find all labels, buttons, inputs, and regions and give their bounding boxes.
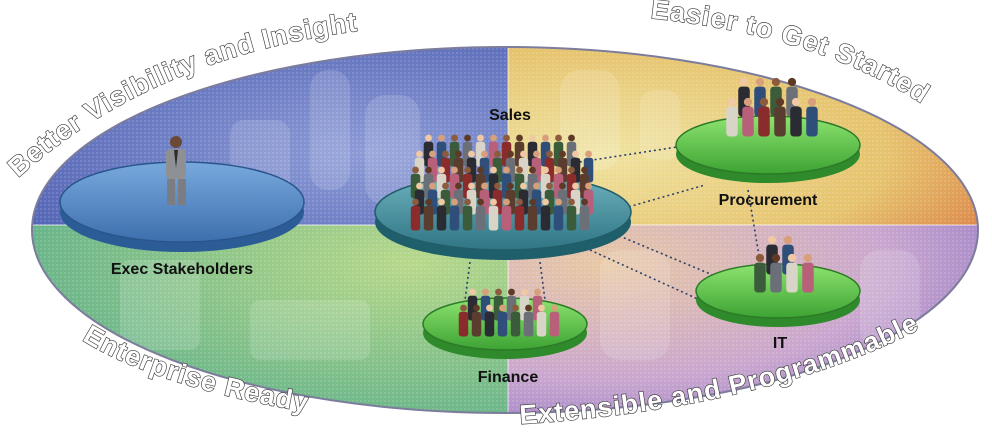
it-platform [695, 235, 861, 327]
finance-platform [422, 288, 588, 359]
procurement-platform [675, 77, 861, 183]
sales-platform [374, 134, 632, 260]
procurement-crowd-figures [726, 77, 818, 137]
label-exec-stakeholders: Exec Stakeholders [111, 261, 253, 278]
label-it: IT [773, 335, 787, 352]
sales-crowd-figures [410, 134, 594, 231]
label-finance: Finance [478, 369, 539, 386]
label-sales: Sales [489, 107, 531, 124]
finance-crowd-figures [458, 288, 560, 337]
it-crowd-figures [754, 235, 814, 293]
exec-person-figure [166, 136, 186, 205]
oval-outline [31, 46, 979, 414]
exec-platform [59, 136, 305, 252]
label-procurement: Procurement [719, 192, 818, 209]
connectors [464, 144, 761, 301]
